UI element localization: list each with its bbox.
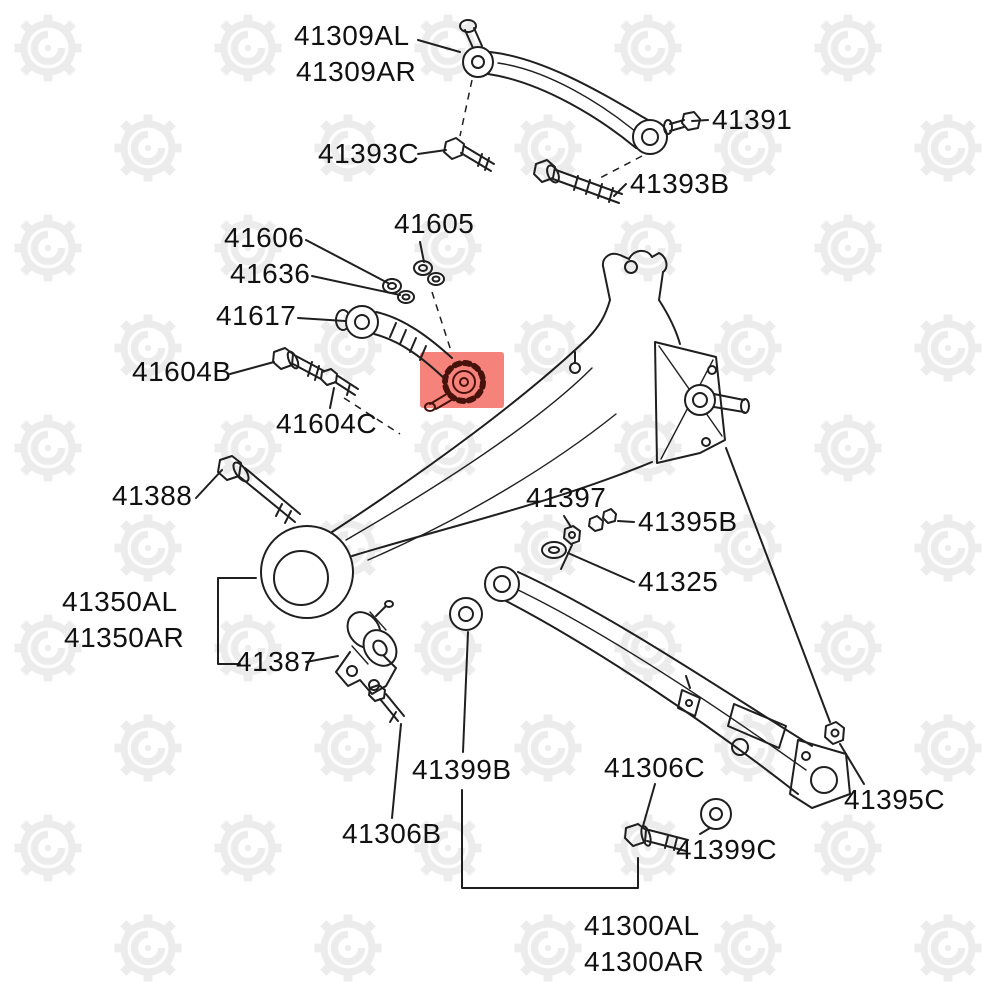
part-label-41604b: 41604B bbox=[132, 356, 232, 387]
part-washers-41605-41606-41636 bbox=[382, 260, 445, 304]
part-nuts-41395B bbox=[588, 508, 617, 532]
highlight-box bbox=[420, 352, 504, 408]
part-label-41325: 41325 bbox=[638, 566, 719, 597]
part-label-41393c: 41393C bbox=[318, 138, 420, 169]
part-highlighted-cam-bolt bbox=[424, 360, 486, 412]
part-label-41395b: 41395B bbox=[638, 506, 738, 537]
part-bolt-41604C bbox=[320, 368, 359, 396]
part-label-41350al: 41350AL bbox=[62, 586, 178, 617]
part-label-41309al: 41309AL bbox=[294, 20, 410, 51]
part-label-41395c: 41395C bbox=[844, 784, 946, 815]
part-lower-arm-41300 bbox=[484, 566, 851, 809]
part-label-41306b: 41306B bbox=[342, 818, 442, 849]
part-bolt-41388 bbox=[217, 455, 301, 524]
part-label-41399c: 41399C bbox=[676, 834, 778, 865]
part-label-41387: 41387 bbox=[236, 646, 317, 677]
part-bushing-41399C bbox=[700, 798, 732, 830]
part-bushing-assy-41387 bbox=[335, 600, 405, 723]
part-label-41300ar: 41300AR bbox=[584, 946, 705, 977]
part-label-41606: 41606 bbox=[224, 222, 305, 253]
part-washer-41325 bbox=[541, 541, 567, 559]
part-label-41306c: 41306C bbox=[604, 752, 706, 783]
leader-lines bbox=[195, 39, 865, 889]
part-label-41617: 41617 bbox=[216, 300, 297, 331]
assembly-guide-lines bbox=[343, 79, 643, 435]
part-bolt-41393C bbox=[443, 137, 495, 172]
part-label-41397: 41397 bbox=[526, 482, 607, 513]
part-bolt-41393B bbox=[533, 159, 623, 204]
part-bushing-41399B bbox=[449, 597, 483, 631]
part-label-41604c: 41604C bbox=[276, 408, 378, 439]
part-trailing-arm-body bbox=[260, 249, 750, 619]
part-adjust-arm-41617 bbox=[335, 305, 453, 381]
part-nut-41395C bbox=[824, 721, 845, 745]
part-bolt-41306C bbox=[624, 823, 689, 852]
part-label-41309ar: 41309AR bbox=[296, 56, 417, 87]
part-label-41399b: 41399B bbox=[412, 754, 512, 785]
part-label-41605: 41605 bbox=[394, 208, 475, 239]
part-label-41388: 41388 bbox=[112, 480, 193, 511]
part-label-41636: 41636 bbox=[230, 258, 311, 289]
part-upper-arm-41309 bbox=[459, 19, 668, 155]
part-bolt-41604B bbox=[272, 347, 325, 381]
part-label-41393b: 41393B bbox=[630, 168, 730, 199]
part-label-41350ar: 41350AR bbox=[64, 622, 185, 653]
part-label-41391: 41391 bbox=[712, 104, 793, 135]
part-label-41300al: 41300AL bbox=[584, 910, 700, 941]
part-bolt-41391 bbox=[663, 111, 701, 135]
part-nut-41397 bbox=[563, 525, 581, 545]
